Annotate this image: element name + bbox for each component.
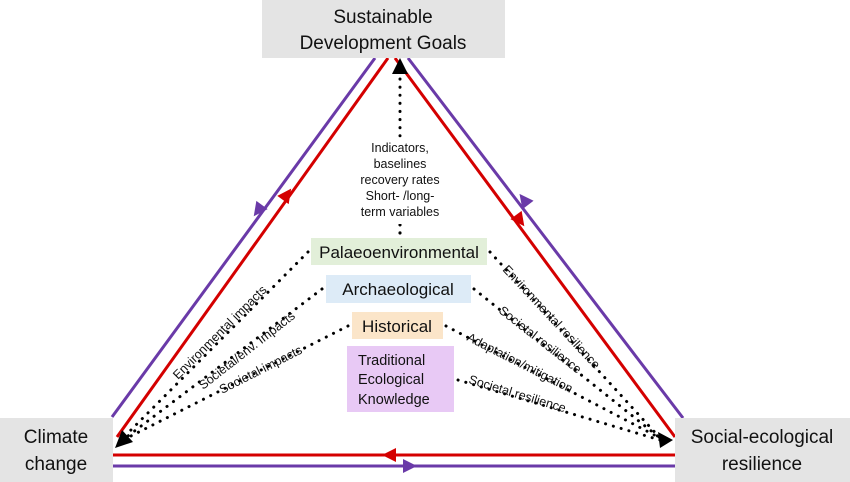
red-arrow-down-icon	[510, 210, 525, 227]
node-resilience-line1: Social-ecological	[691, 427, 834, 448]
purple-line-left	[110, 57, 377, 418]
arrow-to-climate-icon	[115, 430, 133, 448]
source-historical: Historical	[352, 312, 443, 339]
arrow-to-resilience-icon	[658, 432, 673, 448]
source-palaeoenvironmental: Palaeoenvironmental	[311, 238, 487, 265]
node-sdg-line2: Development Goals	[300, 33, 467, 54]
purple-arrow-right-icon	[403, 459, 417, 473]
center-line: recovery rates	[360, 173, 439, 187]
center-line: Short- /long-	[366, 189, 435, 203]
center-line: Indicators,	[371, 141, 429, 155]
node-climate-line1: Climate	[24, 427, 88, 448]
arrow-up-icon	[392, 58, 408, 74]
source-label: Historical	[362, 317, 432, 336]
purple-arrow-up-icon	[519, 193, 534, 210]
source-traditional-ecological-knowledge: Traditional Ecological Knowledge	[347, 346, 454, 412]
center-line: baselines	[374, 157, 427, 171]
red-arrow-left-icon	[382, 448, 396, 462]
source-label: Traditional	[358, 353, 425, 369]
purple-arrow-down-icon	[253, 200, 268, 217]
node-climate-line2: change	[25, 454, 87, 475]
node-sdg-line1: Sustainable	[333, 7, 432, 28]
red-arrow-up-icon	[277, 188, 292, 205]
indicators-text: Indicators, baselines recovery rates Sho…	[355, 140, 445, 224]
source-archaeological: Archaeological	[326, 275, 471, 303]
red-line-left	[115, 57, 390, 438]
node-resilience-line2: resilience	[722, 454, 802, 475]
source-label: Ecological	[358, 372, 424, 388]
node-climate-change: Climate change	[0, 418, 113, 482]
red-line-right	[393, 57, 677, 438]
source-label: Archaeological	[342, 280, 454, 299]
source-label: Knowledge	[358, 392, 430, 408]
center-line: term variables	[361, 205, 440, 219]
node-resilience: Social-ecological resilience	[675, 418, 850, 482]
cycle-lines	[110, 57, 685, 473]
purple-line-right	[406, 57, 685, 419]
node-sdg: Sustainable Development Goals	[262, 0, 505, 58]
impact-labels: Environmental impacts Societal/env. Impa…	[170, 283, 304, 397]
source-label: Palaeoenvironmental	[319, 243, 479, 262]
